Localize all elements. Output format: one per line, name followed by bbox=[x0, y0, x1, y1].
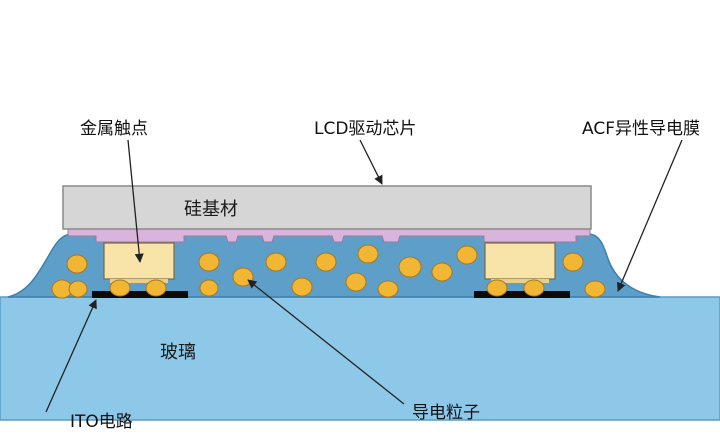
particle bbox=[315, 252, 337, 272]
label-ito-circuit: ITO电路 bbox=[70, 412, 133, 432]
particle bbox=[456, 245, 478, 265]
ito-line-left bbox=[92, 291, 188, 298]
particle bbox=[584, 280, 606, 298]
particle bbox=[145, 279, 167, 297]
particle bbox=[199, 279, 219, 297]
leader-particle bbox=[247, 279, 405, 405]
label-glass: 玻璃 bbox=[160, 342, 196, 363]
particle bbox=[68, 280, 88, 298]
particle bbox=[486, 279, 508, 297]
label-silicon-substrate: 硅基材 bbox=[184, 199, 238, 220]
particle bbox=[109, 279, 131, 297]
glass-substrate bbox=[0, 296, 720, 421]
leader-lcd-chip bbox=[359, 139, 383, 185]
particle bbox=[562, 252, 584, 272]
particle bbox=[431, 262, 453, 282]
particle bbox=[265, 252, 287, 272]
particle bbox=[398, 256, 422, 278]
particle bbox=[198, 252, 220, 272]
label-acf-film: ACF异性导电膜 bbox=[582, 119, 700, 139]
bump-pad-right bbox=[491, 279, 549, 283]
particle bbox=[66, 254, 88, 274]
ito-line-right bbox=[474, 291, 570, 298]
label-metal-contact: 金属触点 bbox=[80, 119, 148, 139]
bump-pad-left bbox=[110, 279, 168, 283]
particle bbox=[291, 277, 313, 297]
particle bbox=[345, 272, 367, 292]
particle bbox=[377, 280, 399, 298]
particle bbox=[232, 267, 254, 287]
label-lcd-chip: LCD驱动芯片 bbox=[314, 119, 416, 139]
leader-acf bbox=[617, 139, 683, 292]
leader-ito bbox=[45, 299, 97, 413]
metal-bump-right bbox=[484, 242, 556, 280]
label-conductive-particle: 导电粒子 bbox=[412, 403, 480, 423]
leader-metal-contact bbox=[127, 139, 144, 263]
chip-passivation-layer bbox=[67, 228, 591, 243]
silicon-chip bbox=[62, 185, 592, 230]
particle bbox=[357, 244, 379, 264]
particle bbox=[523, 279, 545, 297]
conductive-particles bbox=[51, 244, 606, 299]
